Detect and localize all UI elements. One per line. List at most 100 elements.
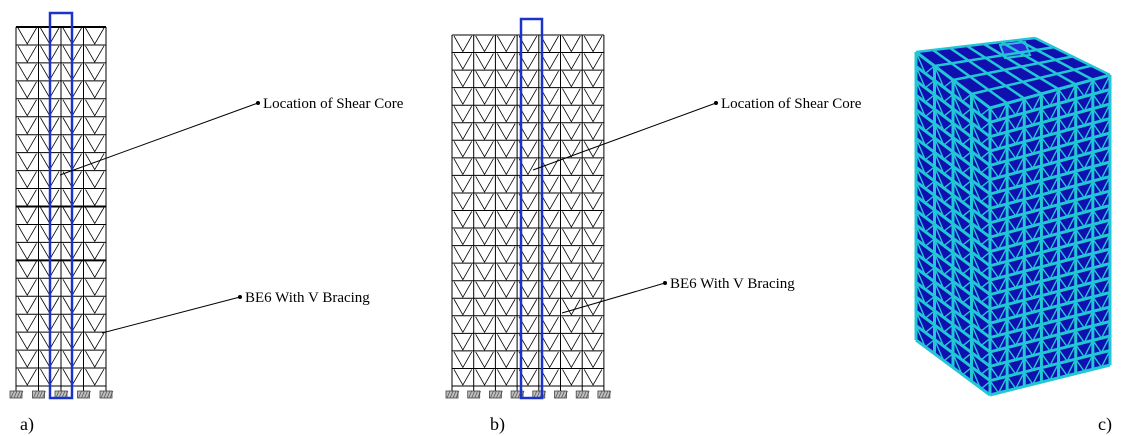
support-hatch xyxy=(39,390,43,399)
model-v-brace xyxy=(952,223,972,247)
model-v-brace xyxy=(915,166,935,190)
model-v-brace xyxy=(1023,136,1043,156)
v-brace xyxy=(475,299,494,316)
model-v-brace xyxy=(989,318,1008,337)
model-v-brace xyxy=(1092,321,1111,340)
hatched-fixed-support-icon xyxy=(488,390,502,399)
v-brace xyxy=(540,106,559,123)
model-v-brace xyxy=(1057,300,1077,320)
model-v-brace xyxy=(1092,306,1111,326)
model-v-brace xyxy=(1057,127,1077,146)
support-hatch xyxy=(84,390,88,399)
support-hatch xyxy=(555,390,559,399)
model-v-brace xyxy=(915,138,935,161)
model-v-brace xyxy=(1006,285,1025,304)
model-v-brace xyxy=(933,195,954,219)
v-brace xyxy=(497,193,516,211)
model-v-brace xyxy=(989,376,1008,395)
v-brace xyxy=(85,261,105,279)
v-brace xyxy=(17,81,37,99)
support-hatch xyxy=(446,390,451,399)
model-v-brace xyxy=(1057,156,1077,175)
model-roof-slab xyxy=(916,38,1110,108)
support-hatch xyxy=(496,390,500,399)
v-brace xyxy=(17,225,37,243)
shear-core-outline-a xyxy=(48,11,74,400)
support-hatch xyxy=(36,390,40,399)
frame-grid-a xyxy=(15,26,107,387)
model-v-brace xyxy=(989,217,1008,237)
v-brace xyxy=(583,123,603,141)
model-v-brace xyxy=(1075,151,1094,171)
model-v-brace xyxy=(915,80,935,104)
support-hatch xyxy=(474,390,478,399)
v-brace xyxy=(17,332,37,350)
model-v-brace xyxy=(1006,357,1025,376)
v-brace xyxy=(85,243,105,261)
model-v-brace xyxy=(1023,352,1043,372)
leader-dot-icon xyxy=(663,281,667,285)
v-brace xyxy=(453,351,473,369)
v-brace xyxy=(540,211,559,228)
model-v-brace xyxy=(952,281,972,305)
v-brace xyxy=(17,297,37,314)
model-v-brace xyxy=(1058,84,1077,103)
model-v-brace xyxy=(989,275,1008,294)
model-v-brace xyxy=(970,324,991,347)
v-brace xyxy=(17,207,37,225)
v-brace xyxy=(453,123,473,141)
v-brace xyxy=(475,158,494,176)
model-v-brace xyxy=(1023,180,1043,199)
v-brace xyxy=(453,228,473,246)
model-v-brace xyxy=(1092,277,1111,297)
model-v-brace xyxy=(1006,98,1025,117)
model-v-brace xyxy=(1057,170,1077,190)
model-v-brace xyxy=(1092,147,1111,166)
model-v-brace xyxy=(1092,350,1111,369)
model-v-brace xyxy=(1092,176,1111,195)
model-roof-beam xyxy=(934,46,1054,68)
v-brace xyxy=(540,35,559,53)
model-v-brace xyxy=(952,353,972,377)
model-v-brace xyxy=(1006,270,1025,290)
v-brace xyxy=(583,193,603,211)
v-brace xyxy=(562,35,581,53)
v-brace xyxy=(562,176,581,193)
model-v-brace xyxy=(1057,358,1077,378)
v-brace xyxy=(475,228,494,246)
model-v-brace xyxy=(1006,184,1025,203)
model-v-brace xyxy=(1092,292,1111,311)
v-brace xyxy=(85,171,105,189)
model-v-brace xyxy=(1075,296,1094,315)
v-brace xyxy=(17,314,37,332)
model-v-brace xyxy=(989,361,1008,380)
v-brace xyxy=(17,279,37,297)
support-hatch xyxy=(558,390,562,399)
v-brace xyxy=(85,153,105,171)
model-v-brace xyxy=(1006,155,1025,175)
model-v-brace xyxy=(989,174,1008,194)
support-hatch xyxy=(477,390,481,399)
model-v-brace xyxy=(1075,325,1094,344)
v-brace xyxy=(562,351,581,369)
model-v-brace xyxy=(952,324,972,348)
model-v-brace xyxy=(1092,74,1111,94)
model-v-brace xyxy=(952,295,972,319)
model-v-brace xyxy=(952,122,972,146)
model-v-brace xyxy=(1075,93,1094,113)
model-v-brace xyxy=(1023,252,1043,271)
model-v-brace xyxy=(1040,319,1060,339)
hatched-fixed-support-icon xyxy=(575,390,589,399)
v-brace xyxy=(562,263,581,281)
v-brace xyxy=(540,70,559,88)
v-brace xyxy=(540,123,559,141)
leader-line-core-a xyxy=(59,102,259,176)
v-brace xyxy=(583,228,603,246)
v-brace xyxy=(583,211,603,228)
v-brace xyxy=(540,158,559,176)
support-hatch xyxy=(42,390,46,399)
model-v-brace xyxy=(933,238,954,262)
model-v-brace xyxy=(970,151,991,175)
model-v-brace xyxy=(1040,146,1060,165)
v-brace xyxy=(562,211,581,228)
